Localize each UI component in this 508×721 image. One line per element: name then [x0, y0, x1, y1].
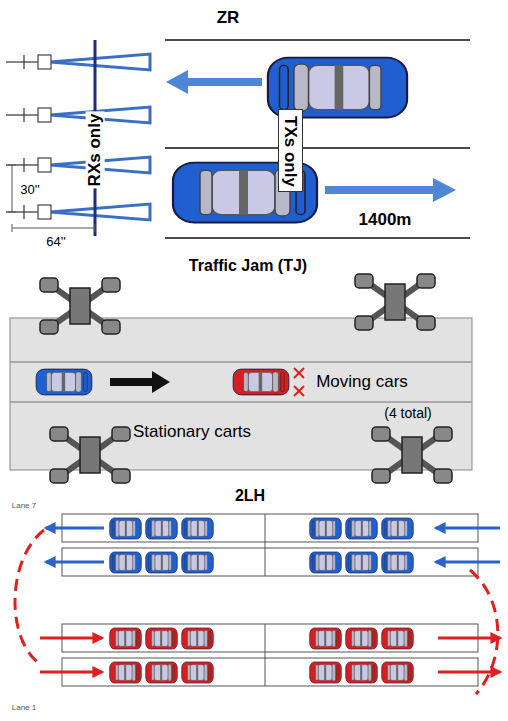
box-text: TXs only [280, 116, 299, 187]
annotation-label: Lane 1 [12, 704, 36, 713]
panel-title: Traffic Jam (TJ) [189, 257, 307, 275]
annotation-label: (4 total) [384, 406, 431, 421]
moving-car [233, 369, 289, 395]
annotation-label: RXs only [86, 112, 105, 189]
flow-arrows [40, 528, 500, 672]
motion-arrow [110, 371, 170, 393]
annotation-label: Lane 7 [12, 502, 36, 511]
panel-title: 2LH [235, 487, 265, 505]
contact-marks [294, 368, 304, 396]
zr-lanes [165, 40, 470, 238]
moving-car [36, 369, 92, 395]
annotation-label: 1400m [359, 211, 412, 230]
stationary-cart [50, 427, 130, 483]
lanes [62, 514, 478, 686]
receiver-array [6, 40, 150, 236]
annotation-label: Stationary carts [133, 423, 251, 442]
dimension-lines [8, 165, 95, 232]
annotation-label: 30'' [18, 183, 41, 197]
car-rows [110, 518, 414, 683]
annotation-label: Moving cars [316, 373, 408, 392]
annotation-label: 64'' [46, 235, 65, 249]
loop-path [15, 530, 498, 694]
stationary-cart [40, 278, 120, 334]
stationary-cart [355, 274, 435, 330]
stationary-cart [372, 427, 452, 483]
label-box: TXs only [278, 109, 303, 192]
panel-title: ZR [217, 9, 240, 28]
